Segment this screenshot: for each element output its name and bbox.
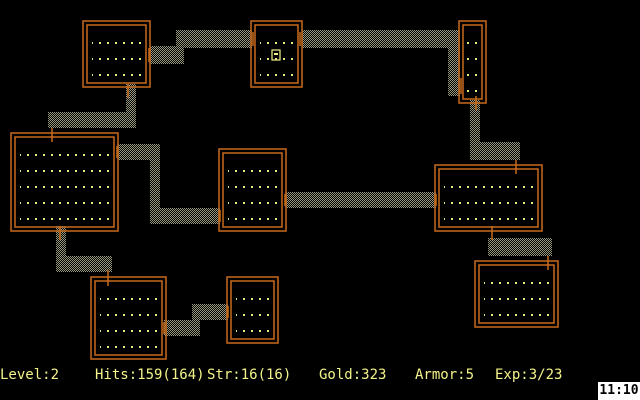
corridor: [56, 226, 66, 270]
room: [82, 20, 151, 88]
corridor: [118, 144, 160, 160]
status-str: Str:16(16): [207, 367, 292, 383]
corridor: [470, 142, 520, 160]
room: [218, 148, 287, 232]
corridor: [150, 46, 184, 64]
doors: [51, 32, 549, 334]
corridor: [448, 30, 460, 96]
clock-display: 11:10: [598, 382, 640, 400]
status-gold: Gold:323: [319, 367, 387, 383]
corridor: [488, 238, 552, 256]
room: [250, 20, 303, 88]
rooms: [10, 20, 559, 360]
corridor: [48, 112, 136, 128]
status-exp: Exp:3/23: [495, 367, 563, 383]
corridor: [126, 84, 136, 116]
room: [474, 260, 559, 328]
corridor: [150, 144, 160, 222]
room: [90, 276, 167, 360]
corridor: [192, 304, 228, 320]
status-level: Level:2: [0, 367, 60, 383]
corridors: [48, 30, 552, 336]
room: [434, 164, 543, 232]
room: [226, 276, 279, 344]
corridor: [176, 30, 252, 48]
corridor: [164, 320, 200, 336]
status-armor: Armor:5: [415, 367, 475, 383]
room: [458, 20, 487, 104]
player: [271, 49, 281, 61]
corridor: [286, 192, 436, 208]
room: [10, 132, 119, 232]
corridor: [56, 256, 112, 272]
corridor: [302, 30, 456, 48]
corridor: [470, 100, 480, 146]
status-hits: Hits:159(164): [95, 367, 205, 383]
corridor: [150, 208, 220, 224]
dungeon-map: [10, 20, 559, 360]
